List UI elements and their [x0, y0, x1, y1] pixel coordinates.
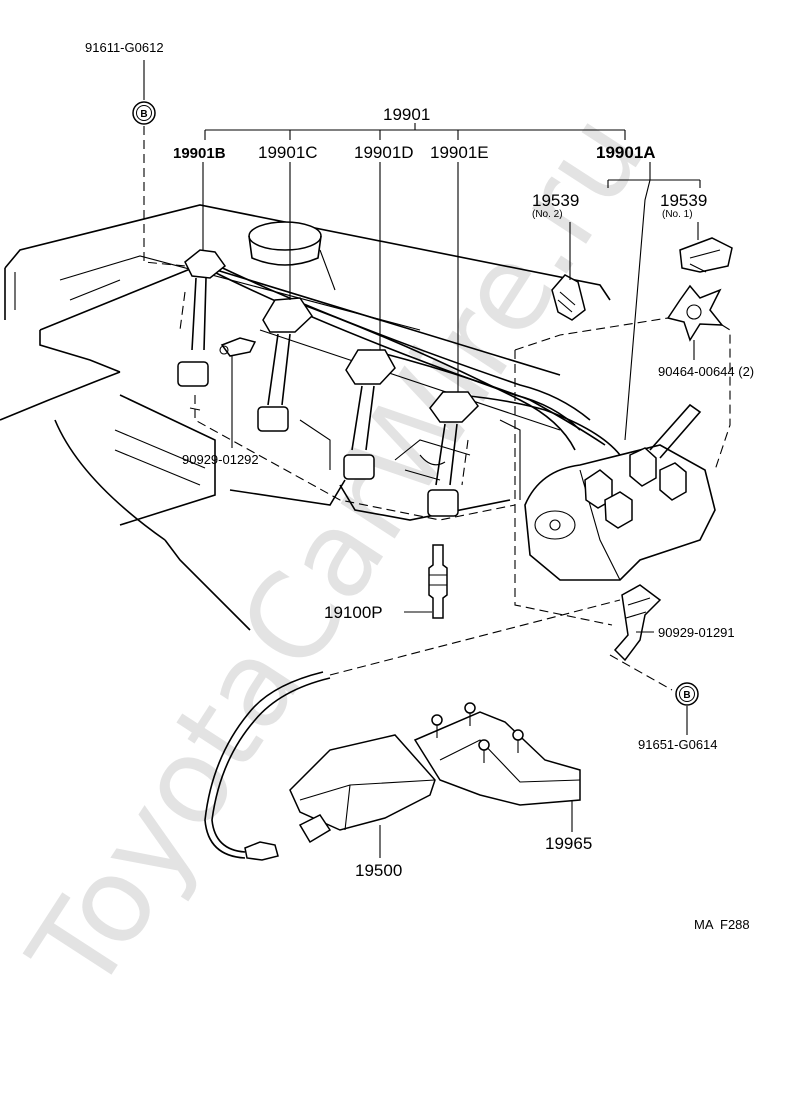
- part-labels: 91611-G0612 19901 19901B 19901C 19901D 1…: [85, 40, 754, 932]
- label-19539-no2-sub: (No. 2): [532, 209, 563, 220]
- label-19901A: 19901A: [596, 143, 656, 162]
- connector-marker-bottom: B: [675, 682, 699, 706]
- label-19901E: 19901E: [430, 143, 489, 162]
- watermark: ToyotaCarWire.ru: [2, 89, 671, 1016]
- label-19901D: 19901D: [354, 143, 414, 162]
- label-91651-G0614: 91651-G0614: [638, 737, 718, 752]
- label-19901B: 19901B: [173, 145, 226, 162]
- spark-plug-wires-drawing: [177, 249, 621, 517]
- igniter-drawing: [204, 671, 581, 861]
- connector-marker-top: B: [132, 101, 156, 125]
- label-19539-no1-sub: (No. 1): [662, 209, 693, 220]
- label-19539-no1: 19539: [660, 191, 707, 210]
- label-90929-01292: 90929-01292: [182, 452, 259, 467]
- label-90464-00644: 90464-00644 (2): [658, 364, 754, 379]
- figure-code: MA F288: [694, 917, 750, 932]
- small-parts-drawing: [428, 237, 733, 619]
- label-19100P: 19100P: [324, 603, 383, 622]
- label-19500: 19500: [355, 861, 402, 880]
- distributor-drawing: [524, 403, 716, 662]
- connector-marker-bottom-label: B: [683, 690, 690, 701]
- label-91611-G0612: 91611-G0612: [85, 40, 164, 55]
- leader-lines: [143, 60, 731, 858]
- label-19901: 19901: [383, 105, 430, 124]
- label-19965: 19965: [545, 834, 592, 853]
- label-90929-01291: 90929-01291: [658, 625, 735, 640]
- connector-marker-top-label: B: [140, 109, 147, 120]
- label-19539-no2: 19539: [532, 191, 579, 210]
- engine-head-drawing: [0, 204, 611, 631]
- label-19901C: 19901C: [258, 143, 318, 162]
